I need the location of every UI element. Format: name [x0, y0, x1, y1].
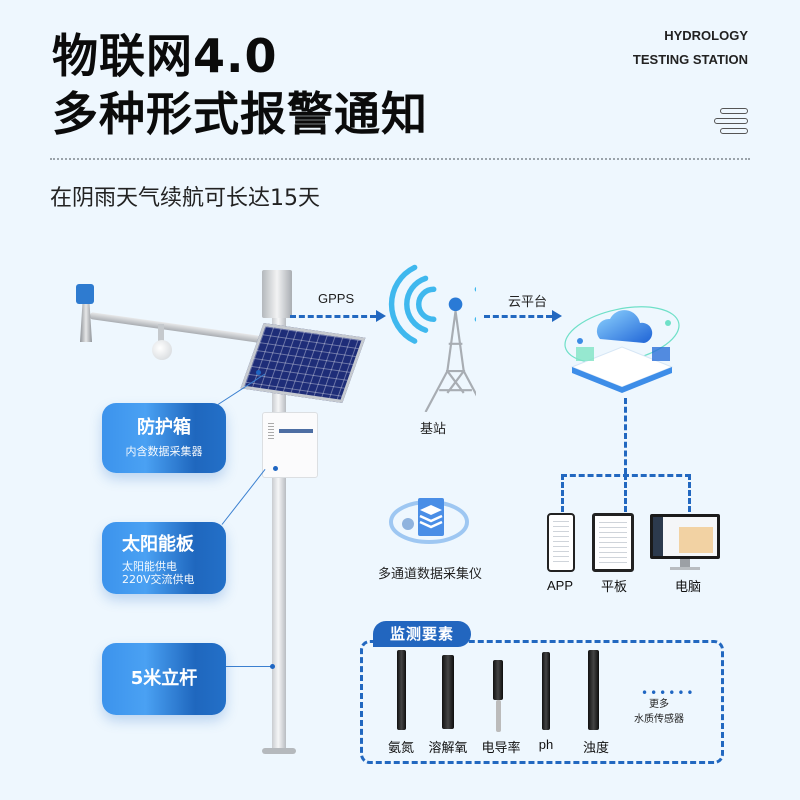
probe-label: 溶解氧 — [428, 741, 468, 756]
english-title-line1: HYDROLOGY — [664, 28, 748, 43]
radar-horn-icon — [80, 304, 92, 342]
hamburger-menu-icon[interactable] — [714, 106, 748, 136]
device-line-app — [561, 474, 564, 512]
subtitle: 在阴雨天气续航可长达15天 — [50, 186, 320, 211]
label-pole: 5米立杆 — [102, 643, 226, 715]
cloud-arrow-line — [484, 315, 552, 318]
probe-turbidity-icon — [588, 650, 599, 730]
probe-conductivity-icon — [493, 660, 503, 700]
tablet-device-icon — [592, 513, 634, 572]
page-title-line1: 物联网4.0 — [52, 29, 278, 83]
gpps-label: GPPS — [318, 291, 355, 306]
connector-pole — [226, 666, 274, 667]
protective-box-icon — [262, 412, 318, 478]
probe-label: 氨氮 — [387, 741, 414, 756]
probe-label: 电导率 — [481, 741, 521, 756]
device-line-pc — [688, 474, 691, 512]
monitor-foot — [670, 567, 700, 570]
dotted-divider — [50, 158, 750, 160]
connector-dot — [270, 664, 275, 669]
dome-camera-icon — [152, 340, 172, 360]
label-protective-box: 防护箱 内含数据采集器 — [102, 403, 226, 473]
data-collector-icon — [389, 498, 469, 544]
solar-panel-icon — [240, 322, 366, 404]
cloud-platform-icon — [564, 306, 680, 393]
connector-dot — [256, 370, 261, 375]
gpps-arrow-line — [290, 315, 376, 318]
device-label-tablet: 平板 — [600, 580, 627, 595]
more-sensors-text: 更多 水质传感器 — [634, 699, 684, 725]
phone-device-icon — [547, 513, 575, 572]
probe-ammonia-icon — [397, 650, 406, 730]
box-label — [279, 429, 313, 433]
probe-label: ph — [538, 737, 554, 752]
rain-gauge-icon — [262, 270, 292, 318]
monitoring-frame — [360, 640, 724, 764]
monitoring-title: 监测要素 — [373, 621, 471, 647]
monitor-stand — [680, 559, 690, 567]
crossarm — [89, 312, 279, 346]
label-solar-panel: 太阳能板 太阳能供电 220V交流供电 — [102, 522, 226, 594]
connector-dot — [273, 466, 278, 471]
connector-box — [221, 469, 266, 525]
device-label-app: APP — [546, 578, 573, 593]
box-vent — [268, 423, 274, 439]
radar-level-sensor-icon — [76, 284, 94, 304]
collector-label: 多通道数据采集仪 — [378, 567, 483, 582]
english-title-line2: TESTING STATION — [632, 52, 748, 67]
camera-mount — [158, 324, 164, 342]
probe-ph-icon — [542, 652, 550, 730]
cloud-down-line — [624, 398, 627, 474]
base-station-label: 基站 — [420, 422, 447, 437]
device-label-pc: 电脑 — [674, 580, 701, 595]
pole-base — [262, 748, 296, 754]
probe-label: 浊度 — [582, 741, 609, 756]
probe-conductivity-stem — [496, 700, 501, 732]
computer-monitor-icon — [650, 514, 720, 559]
arrow-right-icon — [376, 310, 386, 322]
device-line-tablet — [624, 474, 627, 512]
cloud-platform-label: 云平台 — [508, 295, 548, 310]
page-title-line2: 多种形式报警通知 — [52, 87, 428, 141]
more-dots-icon: •••••• — [641, 686, 696, 700]
arrow-right-icon — [552, 310, 562, 322]
signal-tower-icon — [388, 264, 476, 412]
probe-do-icon — [442, 655, 454, 729]
